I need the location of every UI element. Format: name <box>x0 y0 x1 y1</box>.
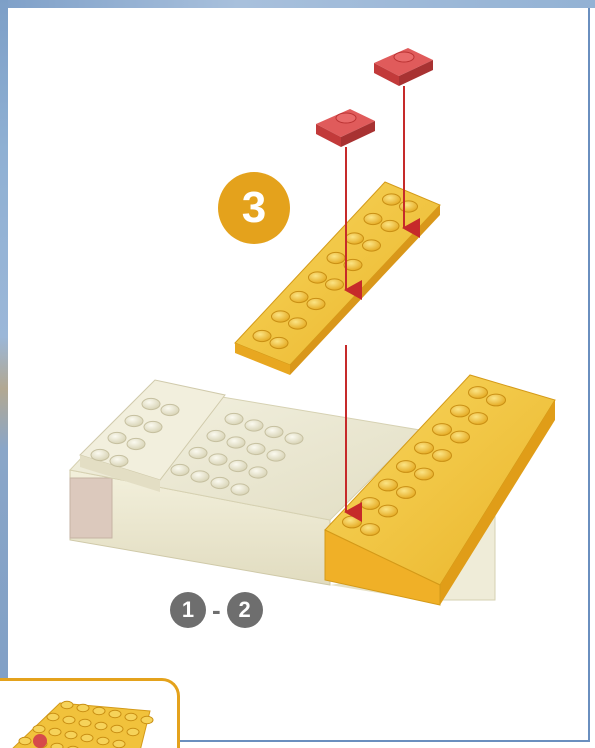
step-number-badge: 3 <box>218 172 290 244</box>
stud <box>109 710 121 717</box>
stud <box>346 233 364 244</box>
stud <box>265 426 283 437</box>
stud <box>227 437 245 448</box>
stud <box>225 413 243 424</box>
stud <box>161 404 179 415</box>
stud <box>270 337 288 348</box>
stud <box>19 737 31 744</box>
stud <box>433 450 452 462</box>
stud <box>77 704 89 711</box>
stud <box>309 272 327 283</box>
stud <box>267 450 285 461</box>
stud <box>125 713 137 720</box>
stud <box>379 479 398 491</box>
stud <box>81 734 93 741</box>
stud <box>171 464 189 475</box>
stud <box>97 737 109 744</box>
stud <box>397 487 416 499</box>
stud <box>379 505 398 517</box>
stud <box>47 713 59 720</box>
stud <box>361 524 380 536</box>
stud <box>469 413 488 425</box>
preview-inset-illustration <box>0 681 180 748</box>
stud <box>211 477 229 488</box>
stud <box>95 722 107 729</box>
stud <box>108 432 126 443</box>
stud <box>381 220 399 231</box>
stud <box>51 743 63 748</box>
red-plate-1 <box>374 48 433 86</box>
stud <box>61 701 73 708</box>
stud <box>125 415 143 426</box>
stud <box>65 731 77 738</box>
step-from-badge: 1 <box>170 592 206 628</box>
stud <box>326 279 344 290</box>
stud <box>433 424 452 436</box>
stud <box>110 455 128 466</box>
stud <box>245 420 263 431</box>
stud <box>383 194 401 205</box>
red-plate-2 <box>316 109 375 147</box>
stud <box>127 438 145 449</box>
stud <box>451 405 470 417</box>
stud <box>400 201 418 212</box>
stud <box>451 431 470 443</box>
stud <box>63 716 75 723</box>
stud <box>343 516 362 528</box>
stud <box>289 318 307 329</box>
step-range-separator: - <box>212 595 221 626</box>
preview-inset <box>0 678 180 748</box>
stud <box>127 728 139 735</box>
stud <box>79 719 91 726</box>
stud <box>247 443 265 454</box>
stud <box>144 421 162 432</box>
stud <box>487 394 506 406</box>
stud <box>249 467 267 478</box>
step-to-badge: 2 <box>227 592 263 628</box>
stud <box>207 430 225 441</box>
stud <box>415 442 434 454</box>
stud <box>111 725 123 732</box>
stud <box>113 740 125 747</box>
stud <box>397 461 416 473</box>
stud <box>91 449 109 460</box>
stud <box>327 252 345 263</box>
stud <box>469 387 488 399</box>
stud <box>307 298 325 309</box>
stud <box>253 330 271 341</box>
stud <box>209 454 227 465</box>
stud <box>415 468 434 480</box>
stud <box>49 728 61 735</box>
stud <box>285 433 303 444</box>
stud <box>363 240 381 251</box>
stud <box>33 725 45 732</box>
stud <box>272 311 290 322</box>
stud <box>191 471 209 482</box>
stud <box>290 291 308 302</box>
stud <box>361 498 380 510</box>
stud <box>231 484 249 495</box>
stud <box>142 398 160 409</box>
stud <box>189 447 207 458</box>
stud <box>229 460 247 471</box>
previous-steps-indicator: 1 - 2 <box>170 590 263 630</box>
stud <box>93 707 105 714</box>
stud <box>141 716 153 723</box>
stud <box>364 213 382 224</box>
